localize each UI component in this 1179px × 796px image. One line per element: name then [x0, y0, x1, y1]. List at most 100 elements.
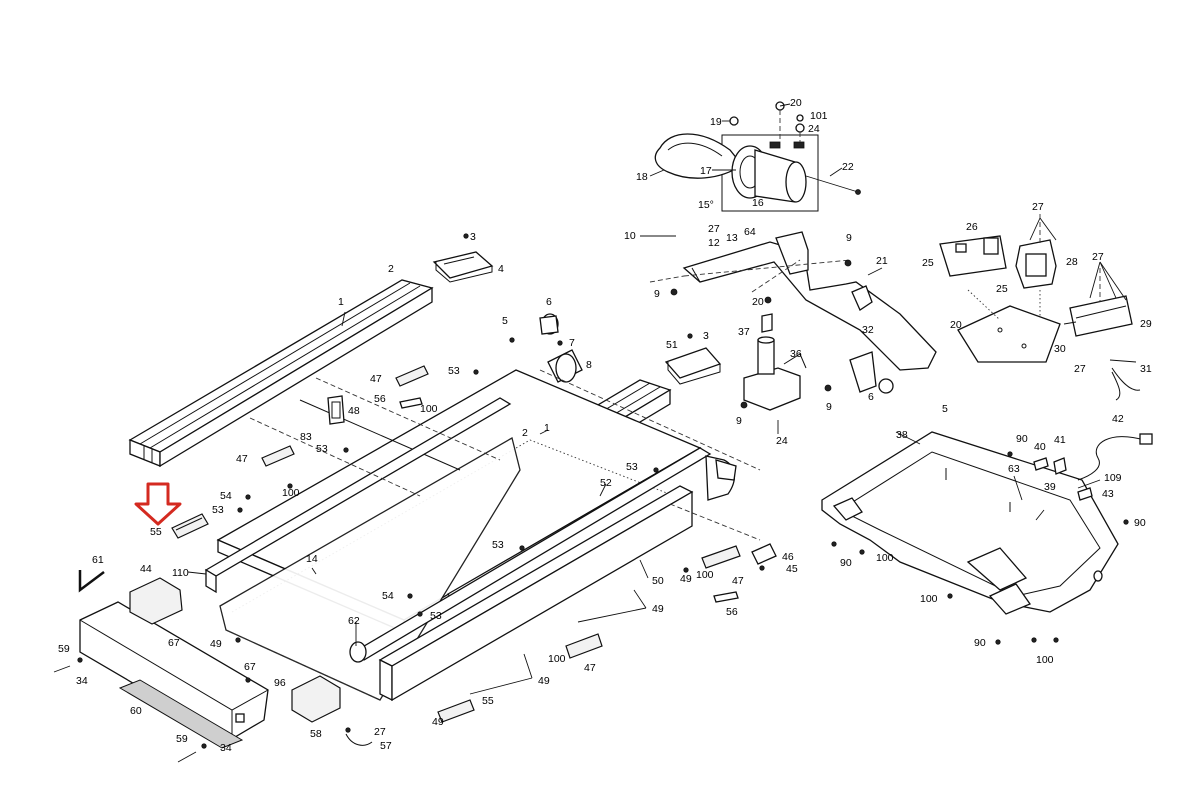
callout-54: 54: [382, 590, 394, 602]
fastener-marks: [77, 233, 1129, 749]
callout-100: 100: [420, 403, 438, 415]
highlighted-foot-55: [134, 482, 209, 539]
callout-90: 90: [1134, 517, 1146, 529]
callout-58: 58: [310, 728, 322, 740]
callout-57: 57: [380, 740, 392, 752]
callout-27: 27: [1074, 363, 1086, 375]
callout-24: 24: [776, 435, 788, 447]
callout-31: 31: [1140, 363, 1152, 375]
callout-20: 20: [752, 296, 764, 308]
callout-100: 100: [1036, 654, 1054, 666]
callout-30: 30: [1054, 343, 1066, 355]
isolator-47d: [565, 633, 603, 659]
callout-109: 109: [1104, 472, 1122, 484]
red-arrow-marker: [134, 482, 182, 526]
callout-55: 55: [150, 526, 162, 538]
callout-51: 51: [666, 339, 678, 351]
power-cord-42: [1077, 436, 1145, 481]
shim-56b: [713, 591, 739, 603]
incline-motor: [740, 313, 832, 434]
callout-90: 90: [1016, 433, 1028, 445]
callout-100: 100: [548, 653, 566, 665]
drive-belt: [654, 133, 743, 179]
callout-59: 59: [176, 733, 188, 745]
callout-100: 100: [920, 593, 938, 605]
callout-28: 28: [1066, 256, 1078, 268]
callout-8: 8: [586, 359, 592, 371]
isolator-47a: [395, 365, 429, 387]
bracket-48: [327, 395, 345, 425]
callout-46: 46: [782, 551, 794, 563]
callout-16: 16: [752, 197, 764, 209]
callout-14: 14: [306, 553, 318, 565]
rollers: [349, 313, 737, 663]
end-cap-44: [129, 577, 183, 625]
callout-67: 67: [168, 637, 180, 649]
pulley-6: [539, 315, 559, 335]
callout-12: 12: [708, 237, 720, 249]
callout-56: 56: [726, 606, 738, 618]
callout-61: 61: [92, 554, 104, 566]
callout-49: 49: [652, 603, 664, 615]
callout-42: 42: [1112, 413, 1124, 425]
hood-51: [664, 347, 722, 379]
clip-57: [345, 733, 373, 746]
callout-36: 36: [790, 348, 802, 360]
upright-frame: [649, 231, 937, 394]
foot-55a: [171, 513, 209, 539]
callout-25: 25: [922, 257, 934, 269]
callout-22: 22: [842, 161, 854, 173]
callout-18: 18: [636, 171, 648, 183]
receptacle-41: [1053, 457, 1067, 475]
callout-48: 48: [348, 405, 360, 417]
callout-27: 27: [1032, 201, 1044, 213]
base-pad-60: [118, 679, 244, 749]
callout-47: 47: [370, 373, 382, 385]
isolator-47b: [261, 445, 295, 467]
callout-53: 53: [448, 365, 460, 377]
callout-10: 10: [624, 230, 636, 242]
callout-37: 37: [738, 326, 750, 338]
base-frame: [821, 431, 1153, 615]
callout-67: 67: [244, 661, 256, 673]
callout-47: 47: [236, 453, 248, 465]
callout-19: 19: [710, 116, 722, 128]
callout-54: 54: [220, 490, 232, 502]
callout-32: 32: [862, 324, 874, 336]
shim-56a: [399, 397, 423, 409]
callout-34: 34: [76, 675, 88, 687]
controller-electronics: [939, 214, 1141, 401]
callout-5: 5: [942, 403, 948, 415]
callout-9: 9: [846, 232, 852, 244]
front-base: [53, 577, 341, 763]
callout-53: 53: [212, 504, 224, 516]
callout-1: 1: [544, 422, 550, 434]
leader-lines: [187, 103, 1127, 695]
callout-40: 40: [1034, 441, 1046, 453]
bracket-46: [751, 543, 777, 565]
callout-90: 90: [840, 557, 852, 569]
callout-5: 5: [502, 315, 508, 327]
callout-15: 15°: [698, 199, 714, 211]
callout-47: 47: [584, 662, 596, 674]
motor-assembly: [654, 101, 861, 212]
callout-50: 50: [652, 575, 664, 587]
callout-101: 101: [810, 110, 828, 122]
callout-83: 83: [300, 431, 312, 443]
callout-13: 13: [726, 232, 738, 244]
grounding-43: [1077, 487, 1093, 501]
callout-26: 26: [966, 221, 978, 233]
callout-labels: 20 101 24 19 17 18 22 16 15° 10 27 12 64…: [58, 97, 1152, 754]
callout-53: 53: [316, 443, 328, 455]
callout-29: 29: [1140, 318, 1152, 330]
callout-60: 60: [130, 705, 142, 717]
callout-100: 100: [876, 552, 894, 564]
callout-52: 52: [600, 477, 612, 489]
callout-27: 27: [374, 726, 386, 738]
callout-53: 53: [492, 539, 504, 551]
callout-44: 44: [140, 563, 152, 575]
callout-43: 43: [1102, 488, 1114, 500]
callout-21: 21: [876, 255, 888, 267]
isolator-47c: [701, 545, 741, 569]
callout-53: 53: [430, 610, 442, 622]
